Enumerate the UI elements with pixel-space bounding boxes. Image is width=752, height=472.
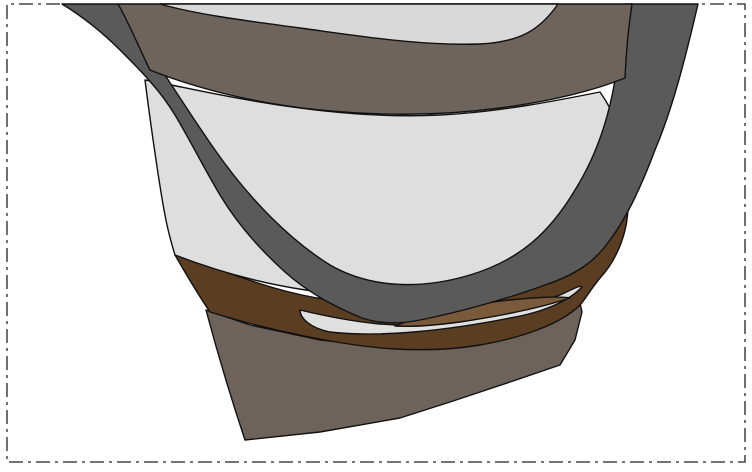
cross-section-diagram: [0, 0, 752, 472]
